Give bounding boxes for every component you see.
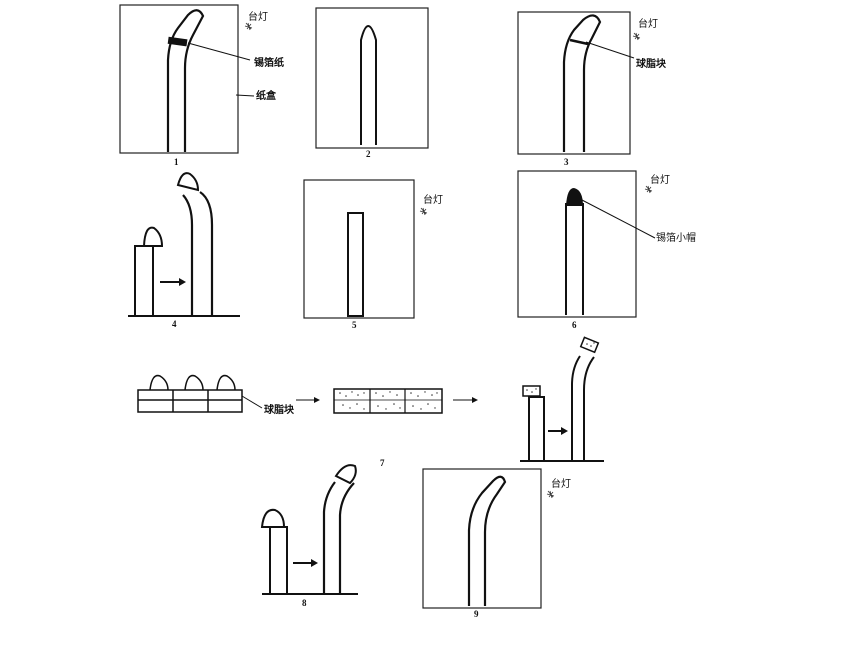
speckled-cap <box>522 385 541 397</box>
panel-2: 2 <box>315 7 429 159</box>
panel-3-frame <box>517 11 631 155</box>
bent-tube <box>166 9 205 152</box>
step-number: 1 <box>174 157 179 167</box>
cap-leader-line <box>581 199 656 239</box>
lamp-rays-icon <box>419 207 428 216</box>
lamp-rays-icon <box>244 22 253 31</box>
bent-tube <box>571 355 595 461</box>
lamp-rays-icon <box>644 185 653 194</box>
step-number: 8 <box>302 598 307 608</box>
lamp-rays-icon <box>632 32 641 41</box>
panel-6-frame <box>517 170 637 318</box>
panel-4: 4 <box>128 172 240 329</box>
straight-tube <box>360 25 377 145</box>
lamp-label: 台灯 <box>551 477 571 490</box>
clay-leader-line <box>585 41 635 59</box>
step-number: 7 <box>380 458 385 468</box>
foil-cap <box>566 188 583 206</box>
foil-band <box>167 36 188 47</box>
panel-6: 台灯 锡箔小帽 6 <box>517 170 696 330</box>
step-number: 9 <box>474 609 479 619</box>
tilted-cap <box>176 172 200 192</box>
short-tube <box>528 396 545 462</box>
step-number: 6 <box>572 320 577 330</box>
clay-band <box>569 38 589 46</box>
bent-tube <box>322 481 355 594</box>
lamp-label: 台灯 <box>248 10 268 23</box>
step-number: 4 <box>172 319 177 329</box>
panel-5-frame <box>303 179 415 319</box>
arrow-head <box>472 397 478 403</box>
box-leader-line <box>235 94 255 97</box>
panel-9-frame <box>422 468 542 609</box>
panel-7: 球脂块 <box>137 336 604 468</box>
dome-cap <box>260 508 286 528</box>
bent-tube <box>562 14 602 152</box>
bent-tube <box>182 191 214 316</box>
step-number: 5 <box>352 320 357 330</box>
clay-leader-line <box>241 395 263 409</box>
arrow-head <box>314 397 320 403</box>
panel-3: 台灯 球脂块 3 <box>517 11 667 167</box>
lamp-label: 台灯 <box>638 17 658 30</box>
dome-cap <box>142 226 164 247</box>
short-tube <box>269 526 288 595</box>
lamp-label: 台灯 <box>423 193 443 206</box>
clay-label: 球脂块 <box>264 403 295 416</box>
clay-blocks <box>137 374 243 413</box>
panel-1: 台灯 锡箔纸 纸盒 1 <box>119 4 284 167</box>
tilted-cap <box>334 464 357 485</box>
step-number: 3 <box>564 157 569 167</box>
bent-tube <box>467 475 507 606</box>
step-number: 2 <box>366 149 371 159</box>
foil-label: 锡箔纸 <box>254 56 284 69</box>
foil-leader-line <box>187 42 251 61</box>
box-label: 纸盒 <box>256 89 277 102</box>
panel-8: 8 <box>260 464 358 608</box>
lamp-label: 台灯 <box>650 173 670 186</box>
short-tube <box>134 245 154 317</box>
cap-label: 锡箔小帽 <box>656 231 696 244</box>
arrow-head <box>311 559 318 567</box>
panel-2-frame <box>315 7 429 149</box>
lamp-rays-icon <box>546 490 555 499</box>
speckled-clay-blocks <box>333 388 443 414</box>
panel-1-frame <box>119 4 239 154</box>
clay-label: 球脂块 <box>636 57 667 70</box>
straight-tube <box>565 203 584 315</box>
arrow-head <box>561 427 568 435</box>
straight-tube <box>347 212 364 317</box>
arrow-head <box>179 278 186 286</box>
speckled-cap <box>579 336 600 354</box>
panel-5: 台灯 5 <box>303 179 443 330</box>
panel-9: 台灯 9 <box>422 468 571 619</box>
